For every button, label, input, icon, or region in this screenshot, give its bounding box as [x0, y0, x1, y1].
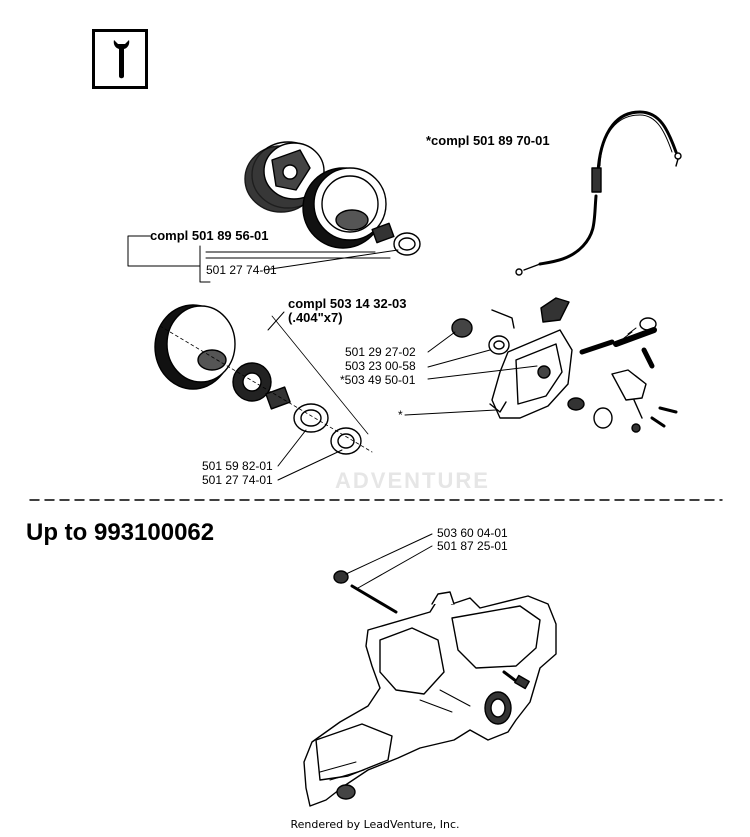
throttle-cable [515, 110, 682, 276]
clutch-drum-rim-assembly [244, 141, 421, 256]
label-compl-clutch-drum-rim: compl 501 89 56-01 [150, 228, 269, 243]
label-compl-clutch-drum-spur-size: (.404"x7) [288, 310, 343, 325]
oil-pump-leaders [404, 331, 538, 416]
label-clutch-bearing-ring-top: 501 27 74-01 [206, 263, 277, 277]
oil-pump-assembly [451, 297, 678, 433]
spur-clutch-drum-assembly [154, 304, 373, 455]
section-title: Up to 993100062 [26, 519, 215, 546]
label-washer: 503 23 00-58 [345, 359, 416, 373]
watermark: ADVENTURE [335, 468, 490, 493]
label-compl-throttle-cable: *compl 501 89 70-01 [426, 133, 550, 148]
footer-credit: Rendered by LeadVenture, Inc. [290, 818, 460, 831]
leader-compl-mid-axis [271, 315, 369, 435]
label-clutch-bearing-ring-bottom: 501 27 74-01 [202, 473, 273, 487]
label-compl-clutch-drum-spur: compl 503 14 32-03 [288, 296, 407, 311]
label-needle-bearing: 501 59 82-01 [202, 459, 273, 473]
bearing-leaders [277, 429, 343, 481]
tool-symbol-box [92, 29, 148, 89]
label-nut: 501 29 27-02 [345, 345, 416, 359]
wrench-icon [113, 40, 130, 79]
crankcase-assembly [303, 533, 557, 807]
label-star-marker: * [398, 408, 403, 422]
bracket-compl-top [127, 235, 399, 283]
label-stud: 503 60 04-01 [437, 526, 508, 540]
label-oil-pump: *503 49 50-01 [340, 373, 416, 387]
label-stud-nut: 501 87 25-01 [437, 539, 508, 553]
